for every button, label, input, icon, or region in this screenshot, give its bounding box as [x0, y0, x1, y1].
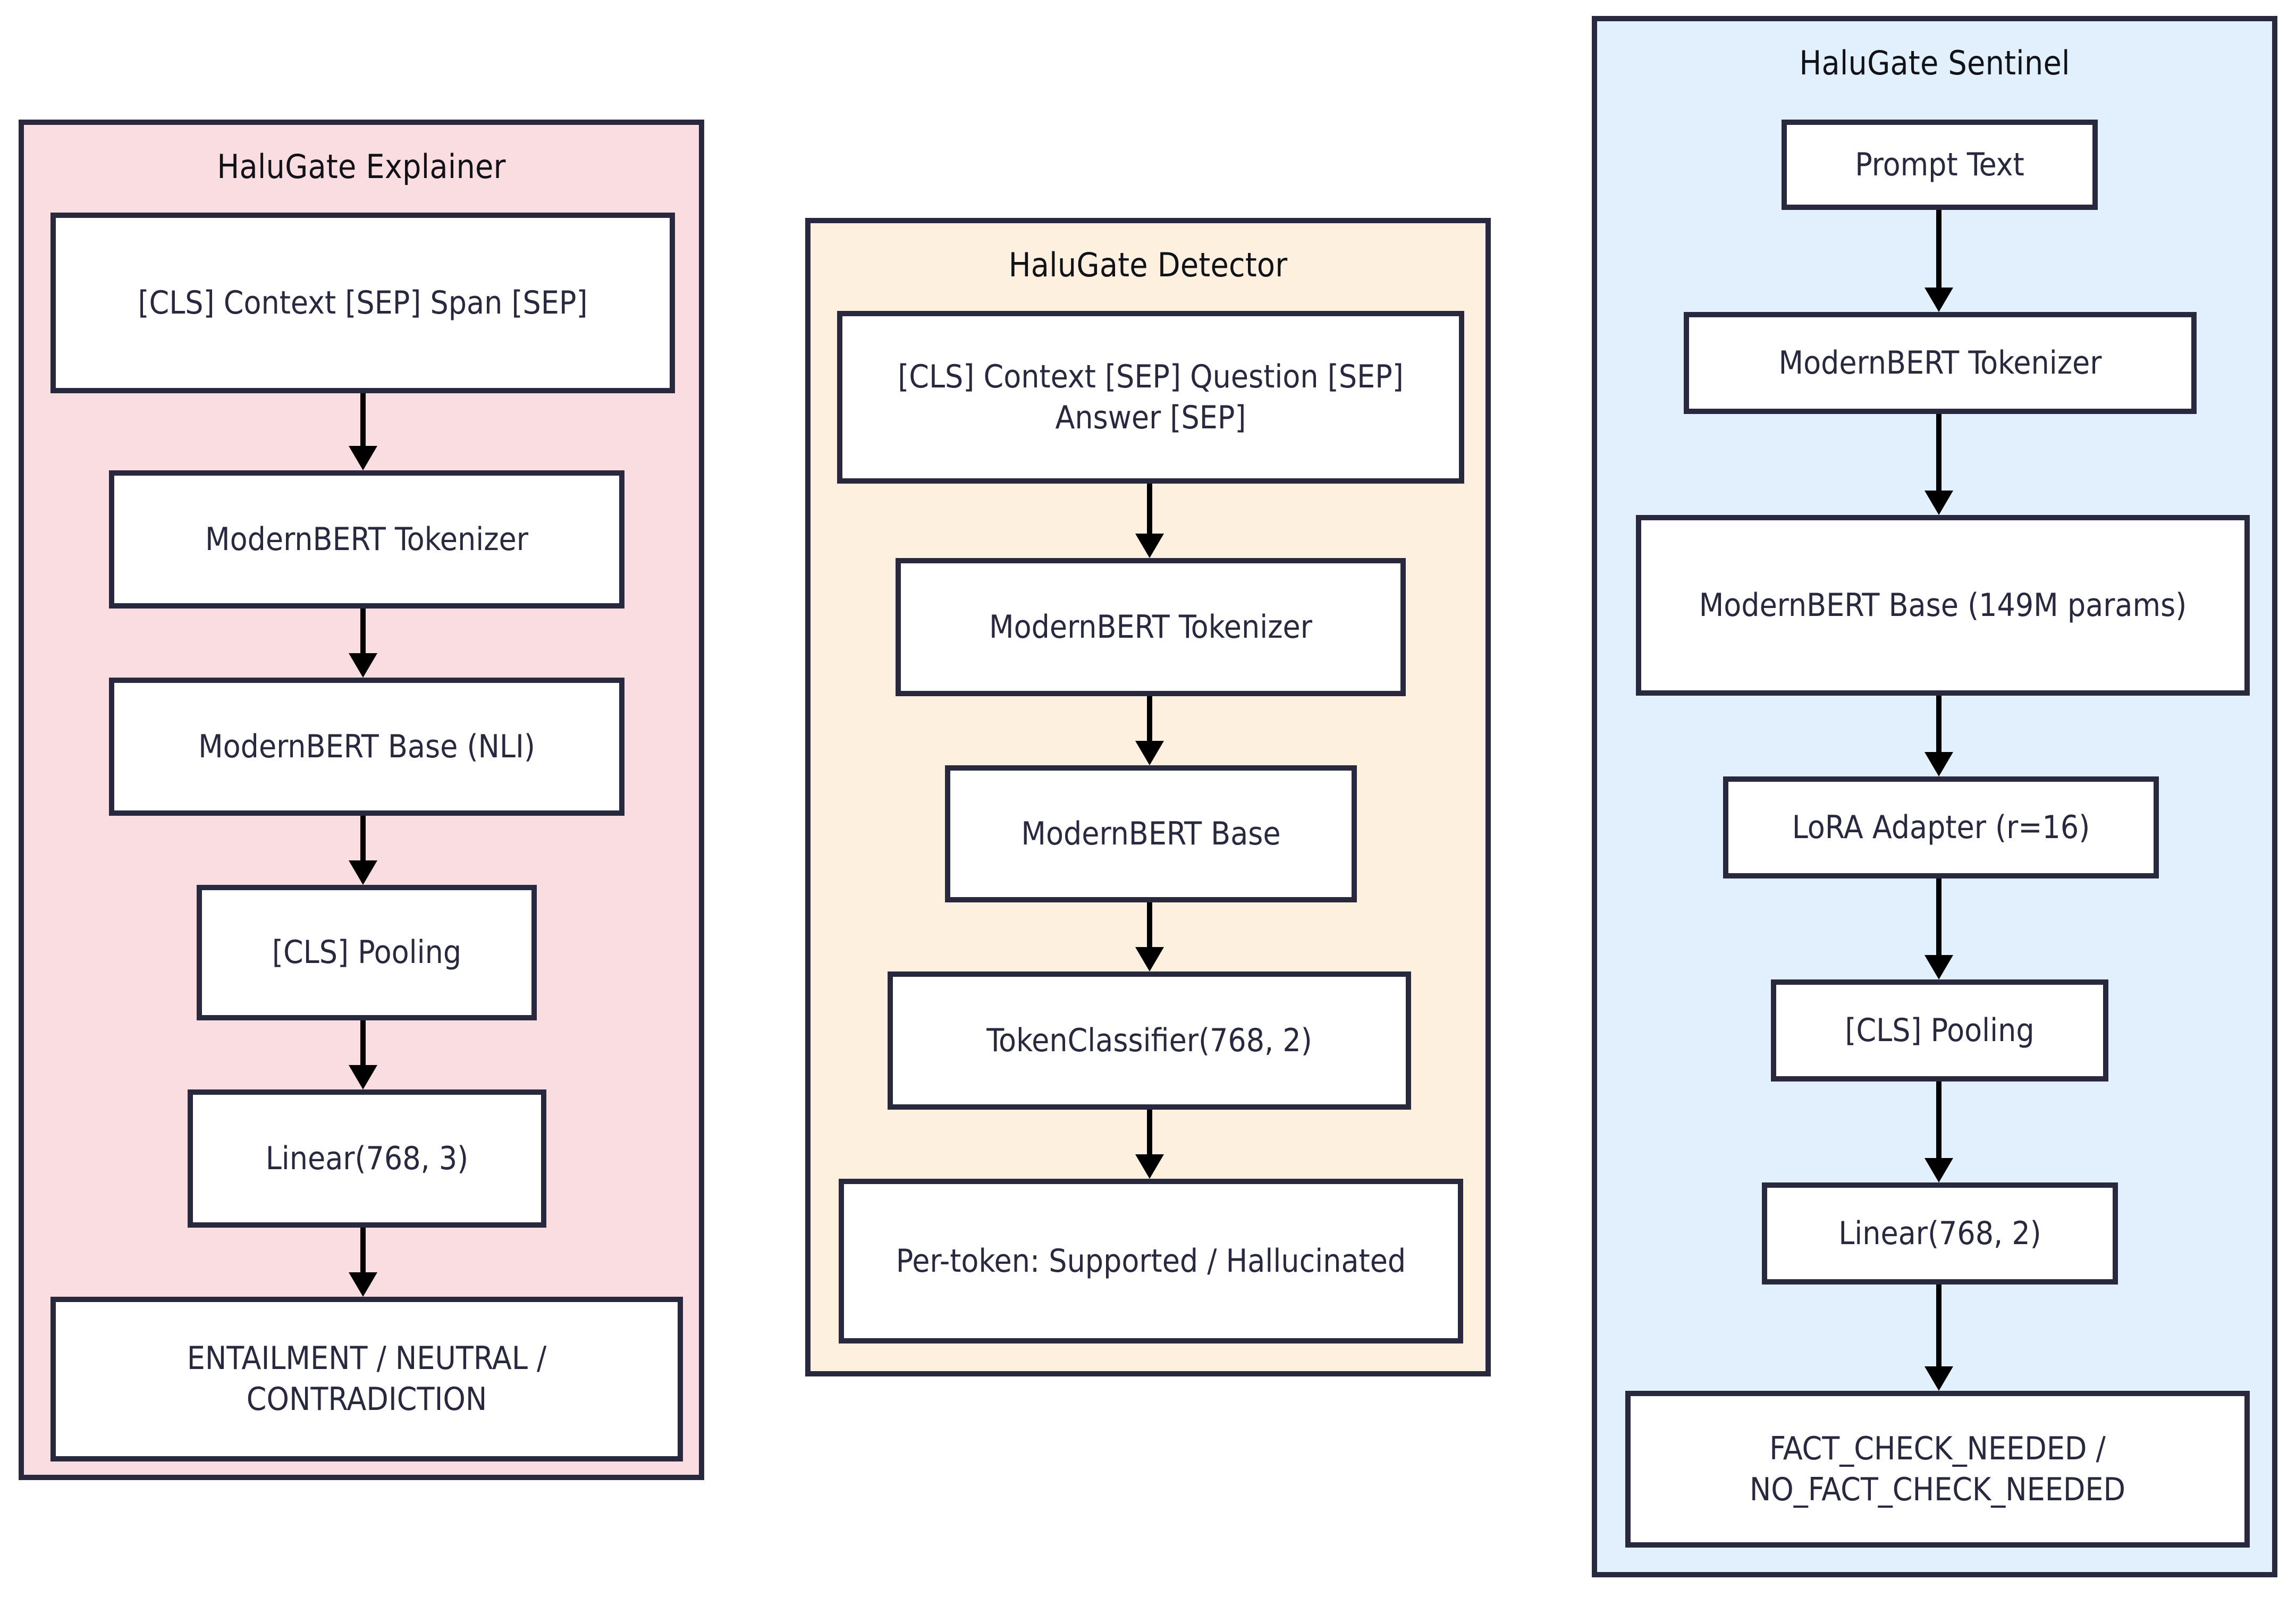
node-label: ModernBERT Base (NLI)	[198, 728, 535, 765]
node-label: ModernBERT Base	[1021, 815, 1281, 852]
node-label: ModernBERT Tokenizer	[989, 608, 1312, 646]
node-label: Linear(768, 2)	[1838, 1214, 2041, 1252]
node-label: FACT_CHECK_NEEDED / NO_FACT_CHECK_NEEDED	[1749, 1430, 2126, 1508]
node-label: [CLS] Context [SEP] Span [SEP]	[138, 284, 588, 322]
node-label: Prompt Text	[1855, 146, 2024, 183]
node-exp-base[interactable]: ModernBERT Base (NLI)	[109, 678, 628, 819]
node-label: TokenClassifier(768, 2)	[986, 1021, 1312, 1059]
cluster-title-sentinel: HaluGate Sentinel	[1799, 44, 2070, 82]
node-label: ENTAILMENT / NEUTRAL / CONTRADICTION	[187, 1340, 547, 1418]
node-label: [CLS] Context [SEP] Question [SEP] Answe…	[898, 358, 1404, 436]
node-sen-input[interactable]: Prompt Text	[1782, 120, 2101, 213]
node-exp-tokenizer[interactable]: ModernBERT Tokenizer	[109, 470, 628, 612]
node-label: ModernBERT Tokenizer	[1778, 344, 2102, 382]
node-sen-lora[interactable]: LoRA Adapter (r=16)	[1723, 776, 2162, 882]
node-label: Linear(768, 3)	[265, 1139, 469, 1177]
node-det-classifier[interactable]: TokenClassifier(768, 2)	[888, 971, 1414, 1113]
node-exp-output[interactable]: ENTAILMENT / NEUTRAL / CONTRADICTION	[50, 1297, 686, 1465]
node-exp-linear[interactable]: Linear(768, 3)	[188, 1089, 550, 1231]
node-exp-input[interactable]: [CLS] Context [SEP] Span [SEP]	[50, 213, 678, 396]
node-sen-base[interactable]: ModernBERT Base (149M params)	[1636, 515, 2253, 699]
node-det-input[interactable]: [CLS] Context [SEP] Question [SEP] Answe…	[837, 311, 1467, 487]
node-sen-linear[interactable]: Linear(768, 2)	[1762, 1182, 2121, 1288]
node-sen-pooling[interactable]: [CLS] Pooling	[1771, 979, 2112, 1085]
node-label: Per-token: Supported / Hallucinated	[896, 1242, 1406, 1280]
cluster-title-explainer: HaluGate Explainer	[217, 147, 506, 186]
node-exp-pooling[interactable]: [CLS] Pooling	[197, 885, 540, 1024]
node-det-base[interactable]: ModernBERT Base	[945, 765, 1360, 906]
node-label: ModernBERT Base (149M params)	[1699, 586, 2187, 624]
node-label: [CLS] Pooling	[272, 934, 462, 971]
node-label: [CLS] Pooling	[1845, 1011, 2035, 1049]
node-sen-output[interactable]: FACT_CHECK_NEEDED / NO_FACT_CHECK_NEEDED	[1625, 1391, 2253, 1551]
node-det-tokenizer[interactable]: ModernBERT Tokenizer	[896, 558, 1409, 699]
node-label: LoRA Adapter (r=16)	[1792, 808, 2090, 846]
node-det-output[interactable]: Per-token: Supported / Hallucinated	[839, 1179, 1466, 1347]
node-label: ModernBERT Tokenizer	[205, 520, 528, 558]
node-sen-tokenizer[interactable]: ModernBERT Tokenizer	[1684, 312, 2200, 417]
cluster-title-detector: HaluGate Detector	[1008, 246, 1288, 284]
